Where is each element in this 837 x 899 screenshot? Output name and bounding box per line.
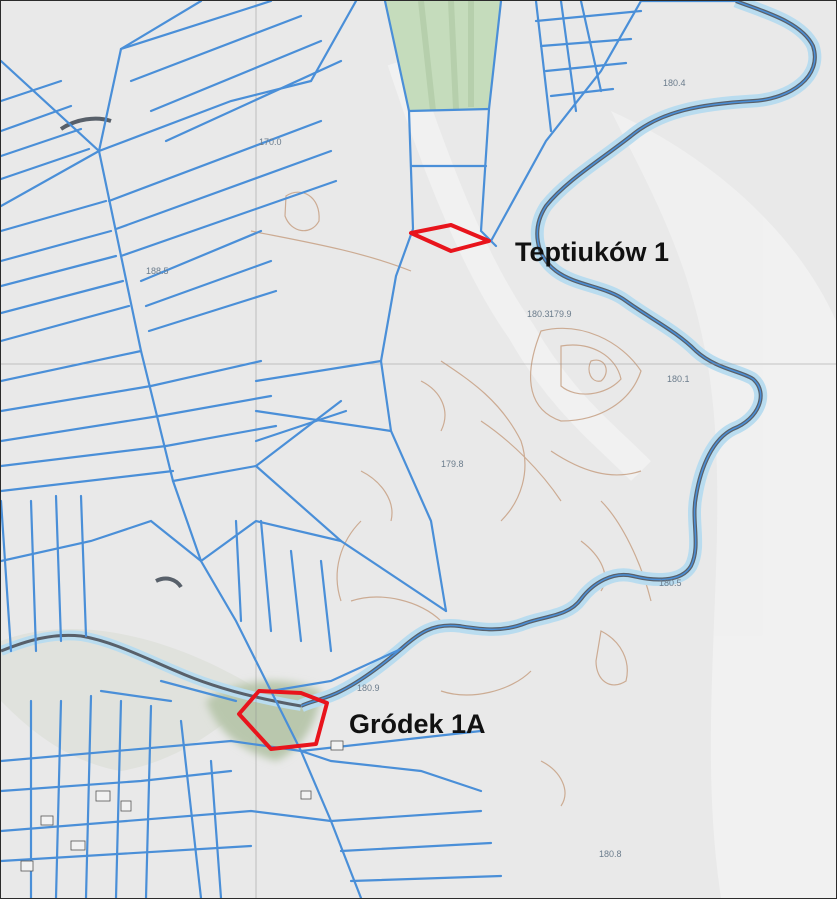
elevation-label: 180.8 (599, 849, 622, 859)
river (1, 1, 815, 706)
elevation-label: 180.5 (659, 578, 682, 588)
elevation-label: 180.4 (663, 78, 686, 88)
contour-lines (250, 191, 652, 807)
elevation-label: 180.3 (527, 309, 550, 319)
site-outline-grodek[interactable] (237, 689, 329, 751)
elevation-label: 180.1 (667, 374, 690, 384)
elevation-label: 179.8 (441, 459, 464, 469)
elevation-label: 188.5 (146, 266, 169, 276)
site-outline-teptiukow[interactable] (409, 223, 491, 253)
site-label-grodek: Gródek 1A (349, 709, 486, 739)
elevation-labels: 170.0 188.5 179.8 180.8 180.1 180.4 180.… (146, 78, 690, 859)
hillshade (1, 56, 836, 898)
buildings (20, 740, 344, 872)
elevation-label: 179.9 (549, 309, 572, 319)
elevation-label: 170.0 (259, 137, 282, 147)
site-label-teptiukow: Teptiuków 1 (515, 237, 670, 267)
elevation-label: 180.9 (357, 683, 380, 693)
